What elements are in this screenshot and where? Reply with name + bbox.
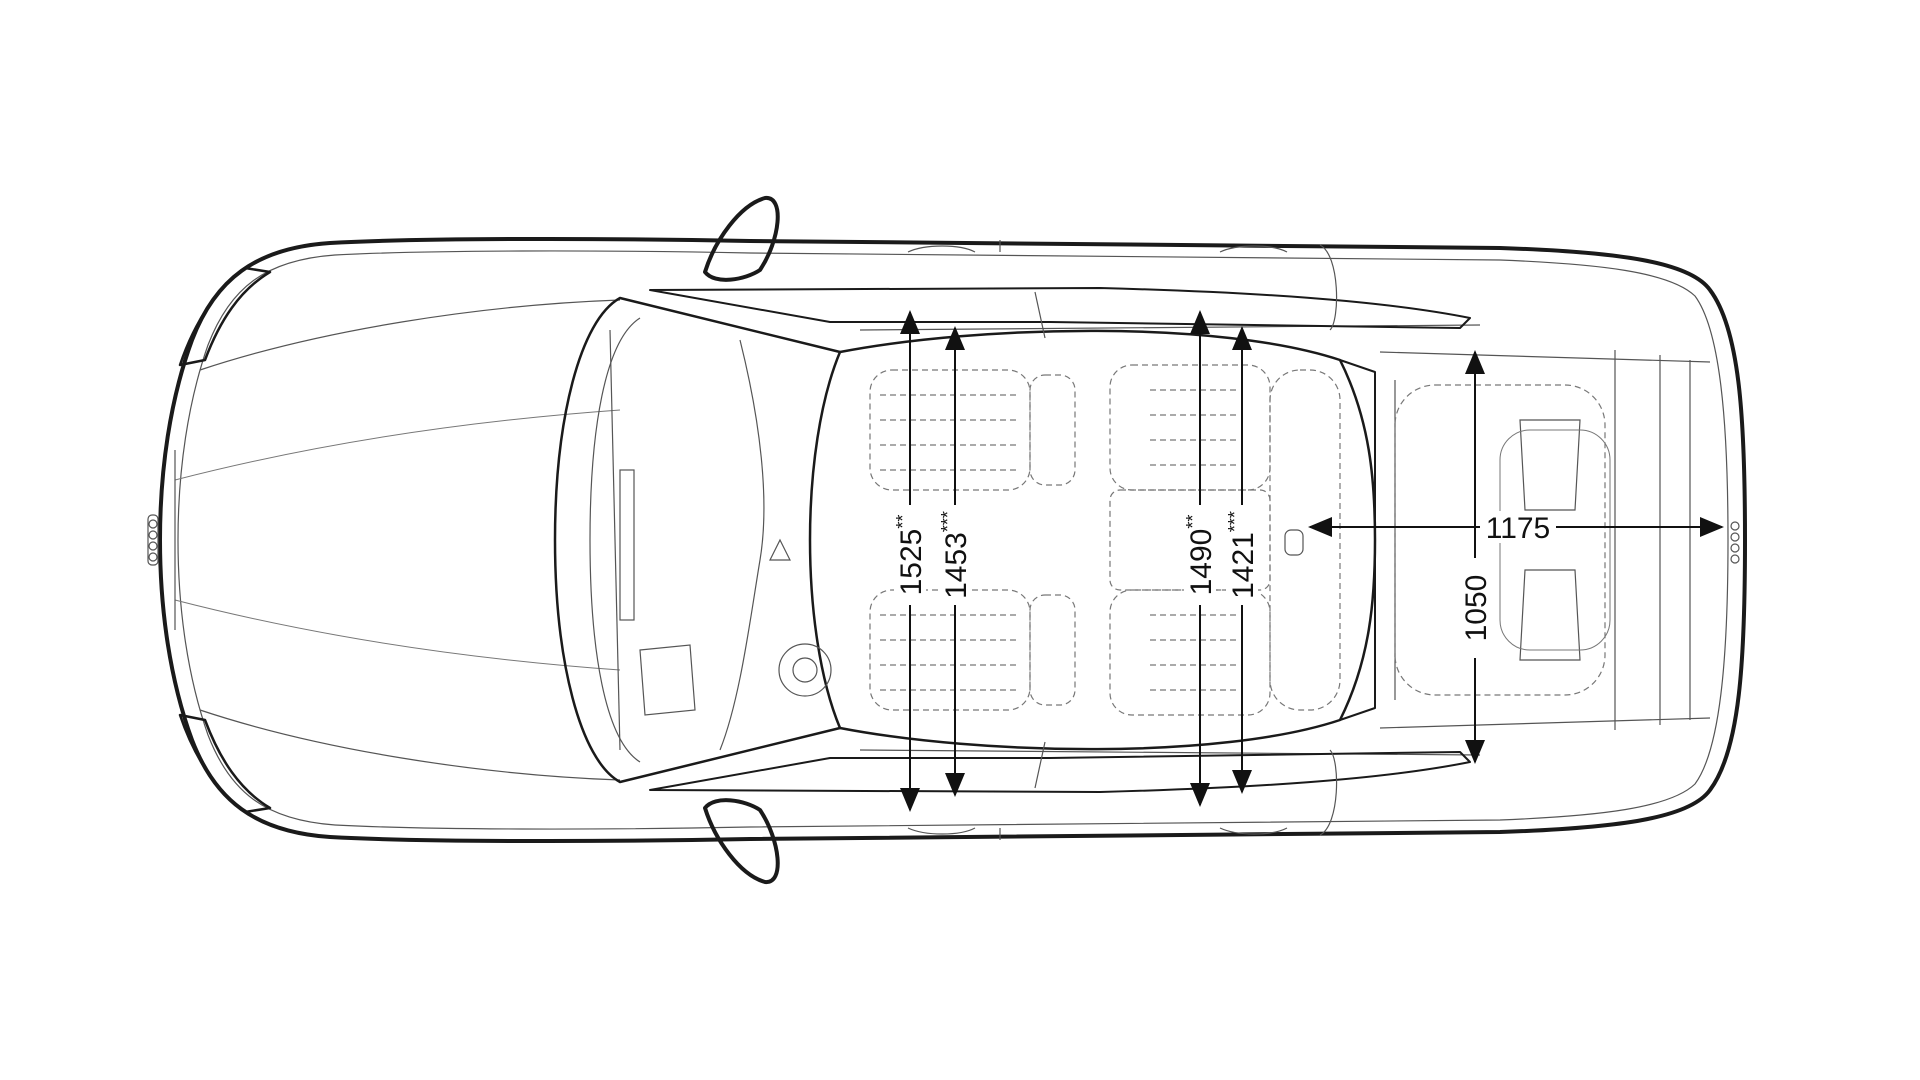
rear-logo [1730,521,1740,564]
dimension-label: 1490** [1183,515,1218,596]
dimension-label: 1525** [893,515,928,596]
dimension-front-shoulder: 1525** [893,310,928,812]
lock-icon [1284,529,1304,556]
right-mirror [703,798,780,884]
rear-seats [1109,364,1341,716]
front-left-seat [869,369,1076,491]
dimension-annotations: 1525** 1453*** 1490**1421*** 1050 1175 [893,310,1724,812]
dimension-trunk-length: 1175 [1308,511,1724,545]
dimension-label: 1050 [1460,575,1493,642]
dimension-front-elbow: 1453*** [938,326,973,797]
dimension-label: 1421*** [1225,511,1260,599]
left-mirror [703,196,780,282]
dimension-trunk-width: 1050 [1459,350,1493,764]
front-logo [147,514,159,566]
front-right-seat [869,589,1076,711]
dimension-label: 1453*** [938,511,973,599]
dimension-rear-shoulder: 1490** [1183,310,1218,807]
dimension-label: 1175 [1486,512,1551,545]
dimension-rear-elbow: 1421*** [1225,326,1260,794]
